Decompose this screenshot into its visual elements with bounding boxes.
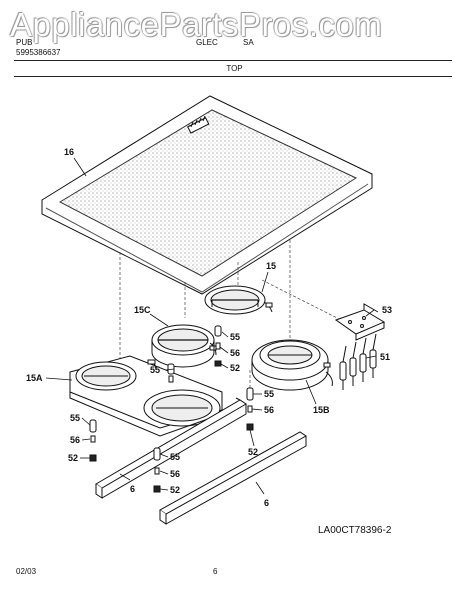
callout-55-c: 55 — [70, 413, 80, 423]
hardware-set-d — [153, 447, 161, 493]
callout-56-e: 56 — [264, 405, 274, 415]
callout-55-e: 55 — [264, 389, 274, 399]
publication-label: PUB — [16, 38, 33, 47]
hardware-set-b — [167, 363, 175, 383]
terminal-bracket-53 — [334, 303, 386, 341]
header-rule-bottom — [14, 76, 452, 77]
callout-16: 16 — [64, 147, 74, 157]
heating-element-15 — [204, 285, 273, 315]
support-bracket-6-left — [95, 397, 247, 499]
watermark: AppliancePartsPros.com — [10, 6, 383, 43]
cooktop-glass — [41, 95, 373, 295]
callout-6-a: 6 — [130, 484, 135, 494]
callout-15b: 15B — [313, 405, 330, 415]
callout-52-e: 52 — [248, 447, 258, 457]
hardware-set-a — [214, 325, 222, 367]
leader-lines — [45, 157, 377, 495]
callout-56-c: 56 — [70, 435, 80, 445]
callout-55-a: 55 — [230, 332, 240, 342]
callout-15a: 15A — [26, 373, 43, 383]
support-bracket-6-right — [159, 431, 307, 525]
model-suffix: SA — [243, 38, 254, 47]
callout-52-c: 52 — [68, 453, 78, 463]
hardware-set-c — [89, 419, 97, 462]
header-rule-top — [14, 60, 452, 61]
callout-56-d: 56 — [170, 469, 180, 479]
section-title: TOP — [226, 64, 243, 73]
callout-53: 53 — [382, 305, 392, 315]
callout-52-a: 52 — [230, 363, 240, 373]
footer-date: 02/03 — [16, 567, 37, 576]
footer-page: 6 — [213, 567, 218, 576]
publication-number: 5995386637 — [16, 48, 61, 57]
vent-slot — [187, 117, 210, 134]
wire-connectors-51 — [339, 333, 377, 390]
callout-15c: 15C — [134, 305, 151, 315]
callout-6-b: 6 — [264, 498, 269, 508]
alignment-lines — [119, 240, 346, 388]
heating-element-15c — [151, 324, 217, 368]
diagram-code: LA00CT78396-2 — [318, 525, 392, 536]
callout-52-d: 52 — [170, 485, 180, 495]
callout-51: 51 — [380, 352, 390, 362]
callout-15: 15 — [266, 261, 276, 271]
callout-56-a: 56 — [230, 348, 240, 358]
heating-element-15b — [251, 339, 333, 391]
callout-55-d: 55 — [170, 452, 180, 462]
heating-element-15a — [69, 355, 223, 437]
callout-55-b: 55 — [150, 365, 160, 375]
model-number: GLEC — [196, 38, 218, 47]
